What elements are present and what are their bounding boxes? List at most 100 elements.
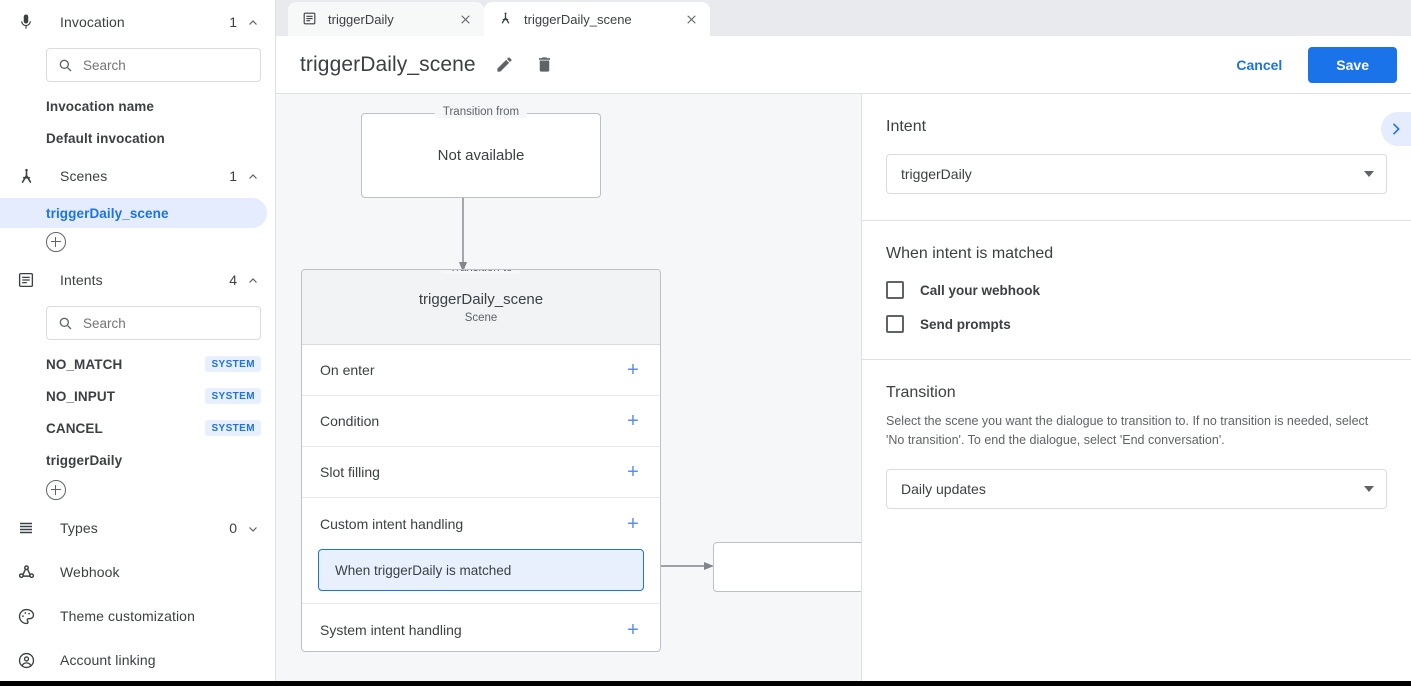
scene-junction-icon (14, 164, 38, 188)
chevron-down-icon[interactable] (247, 522, 259, 534)
chevron-right-icon[interactable] (1381, 112, 1411, 146)
sidebar-item-label: NO_INPUT (46, 388, 116, 404)
plus-icon[interactable]: + (627, 359, 639, 381)
sidebar-item-label: Theme customization (60, 608, 195, 624)
sidebar-section-label: Types (60, 520, 98, 536)
sidebar-item-label: Invocation name (46, 98, 155, 114)
scene-node-title: triggerDaily_scene (418, 290, 544, 308)
sidebar-item-label: triggerDaily (46, 452, 123, 468)
transition-from-node[interactable]: Transition from Not available (361, 106, 601, 198)
sidebar-item-label: CANCEL (46, 420, 103, 436)
chevron-up-icon[interactable] (247, 274, 259, 286)
scene-row-label: Custom intent handling (320, 515, 464, 532)
intents-search-box[interactable] (46, 306, 261, 340)
add-intent-plus-icon[interactable] (46, 480, 66, 500)
sidebar-section-count: 0 (229, 520, 237, 536)
sidebar-item-label: NO_MATCH (46, 356, 123, 372)
intent-handler-chip[interactable]: When triggerDaily is matched (318, 549, 644, 591)
scene-row-system-intent-handling[interactable]: System intent handling + (302, 604, 660, 651)
intent-select[interactable]: triggerDaily (886, 154, 1387, 194)
plus-icon[interactable]: + (627, 512, 639, 535)
transition-to-legend: Transition to (441, 270, 521, 274)
sidebar-item-invocation-name[interactable]: Invocation name (0, 90, 275, 122)
sidebar-item-triggerdaily[interactable]: triggerDaily (0, 444, 275, 476)
intents-search-input[interactable] (83, 315, 260, 331)
tab-strip: triggerDaily triggerDaily_scene (276, 0, 1411, 36)
checkbox-send-prompts[interactable]: Send prompts (886, 315, 1387, 333)
intent-select-value: triggerDaily (901, 166, 972, 182)
sidebar-section-invocation[interactable]: Invocation 1 (0, 0, 275, 44)
sidebar-item-no-match[interactable]: NO_MATCH SYSTEM (0, 348, 275, 380)
status-badge-system: SYSTEM (205, 356, 261, 372)
scene-canvas[interactable]: Transition from Not available Transition… (276, 94, 861, 686)
sidebar-item-cancel[interactable]: CANCEL SYSTEM (0, 412, 275, 444)
page-title: triggerDaily_scene (300, 52, 476, 76)
intents-list-icon (14, 268, 38, 292)
sidebar-item-account-linking[interactable]: Account linking (0, 638, 275, 682)
transition-to-target-text: Dail (714, 543, 861, 591)
panel-section-transition: Transition Select the scene you want the… (862, 360, 1411, 535)
custom-intent-handler-wrap: When triggerDaily is matched (302, 549, 660, 604)
search-icon (57, 315, 73, 331)
transition-select[interactable]: Daily updates (886, 468, 1387, 509)
sidebar-item-label: Default invocation (46, 130, 165, 146)
plus-icon[interactable]: + (627, 618, 639, 641)
transition-select-value: Daily updates (901, 480, 986, 497)
connector-from-to-scene (459, 190, 467, 272)
sidebar-section-count: 4 (229, 272, 237, 288)
checkbox-call-your-webhook[interactable]: Call your webhook (886, 281, 1387, 299)
scene-node[interactable]: Transition to triggerDaily_scene Scene O… (301, 269, 661, 652)
sidebar-section-intents[interactable]: Intents 4 (0, 258, 275, 302)
sidebar-section-types[interactable]: Types 0 (0, 506, 275, 550)
tab-triggerdaily[interactable]: triggerDaily (288, 2, 484, 36)
scene-row-label: On enter (320, 362, 375, 378)
transition-heading: Transition (886, 384, 956, 401)
checkbox-box[interactable] (886, 281, 904, 299)
plus-icon[interactable]: + (627, 410, 639, 432)
cancel-button[interactable]: Cancel (1222, 49, 1296, 81)
save-button[interactable]: Save (1308, 46, 1397, 83)
invocation-search-box[interactable] (46, 48, 261, 82)
left-sidebar: Invocation 1 Invocation name Default inv… (0, 0, 276, 686)
status-badge-system: SYSTEM (205, 420, 261, 436)
transition-from-text: Not available (437, 147, 525, 164)
sidebar-item-label: Webhook (60, 564, 120, 580)
chevron-up-icon[interactable] (247, 170, 259, 182)
plus-icon[interactable]: + (627, 461, 639, 483)
tab-triggerdaily-scene[interactable]: triggerDaily_scene (484, 2, 710, 36)
close-icon[interactable] (682, 10, 700, 28)
checkbox-box[interactable] (886, 315, 904, 333)
main-content: triggerDaily triggerDaily_scene triggerD… (276, 0, 1411, 686)
chevron-up-icon[interactable] (247, 16, 259, 28)
sidebar-section-count: 1 (229, 168, 237, 184)
sidebar-item-triggerdaily-scene[interactable]: triggerDaily_scene (0, 198, 267, 228)
pencil-icon[interactable] (494, 54, 516, 76)
invocation-search-input[interactable] (83, 57, 260, 73)
sidebar-item-theme-customization[interactable]: Theme customization (0, 594, 275, 638)
scene-node-header: triggerDaily_scene Scene (302, 270, 660, 345)
sidebar-item-no-input[interactable]: NO_INPUT SYSTEM (0, 380, 275, 412)
sidebar-section-count: 1 (229, 14, 237, 30)
sidebar-item-webhook[interactable]: Webhook (0, 550, 275, 594)
types-lines-icon (14, 516, 38, 540)
checkbox-label: Send prompts (920, 316, 1011, 332)
trash-icon[interactable] (534, 54, 556, 76)
chevron-down-icon (1364, 485, 1374, 492)
scene-row-on-enter[interactable]: On enter + (302, 345, 660, 396)
close-icon[interactable] (456, 10, 474, 28)
sidebar-section-label: Scenes (60, 168, 108, 184)
scene-row-slot-filling[interactable]: Slot filling + (302, 447, 660, 498)
transition-to-node[interactable]: Tr Dail (713, 542, 861, 592)
add-scene-row (0, 228, 275, 258)
scene-row-custom-intent-handling[interactable]: Custom intent handling + (302, 498, 660, 549)
scene-row-label: Slot filling (320, 464, 380, 480)
search-icon (57, 57, 73, 73)
sidebar-item-default-invocation[interactable]: Default invocation (0, 122, 275, 154)
add-scene-plus-icon[interactable] (46, 232, 66, 252)
scene-row-condition[interactable]: Condition + (302, 396, 660, 447)
page-header: triggerDaily_scene Cancel Save (276, 36, 1411, 94)
sidebar-section-scenes[interactable]: Scenes 1 (0, 154, 275, 198)
intent-icon (302, 11, 318, 27)
scene-row-label: System intent handling (320, 621, 462, 638)
